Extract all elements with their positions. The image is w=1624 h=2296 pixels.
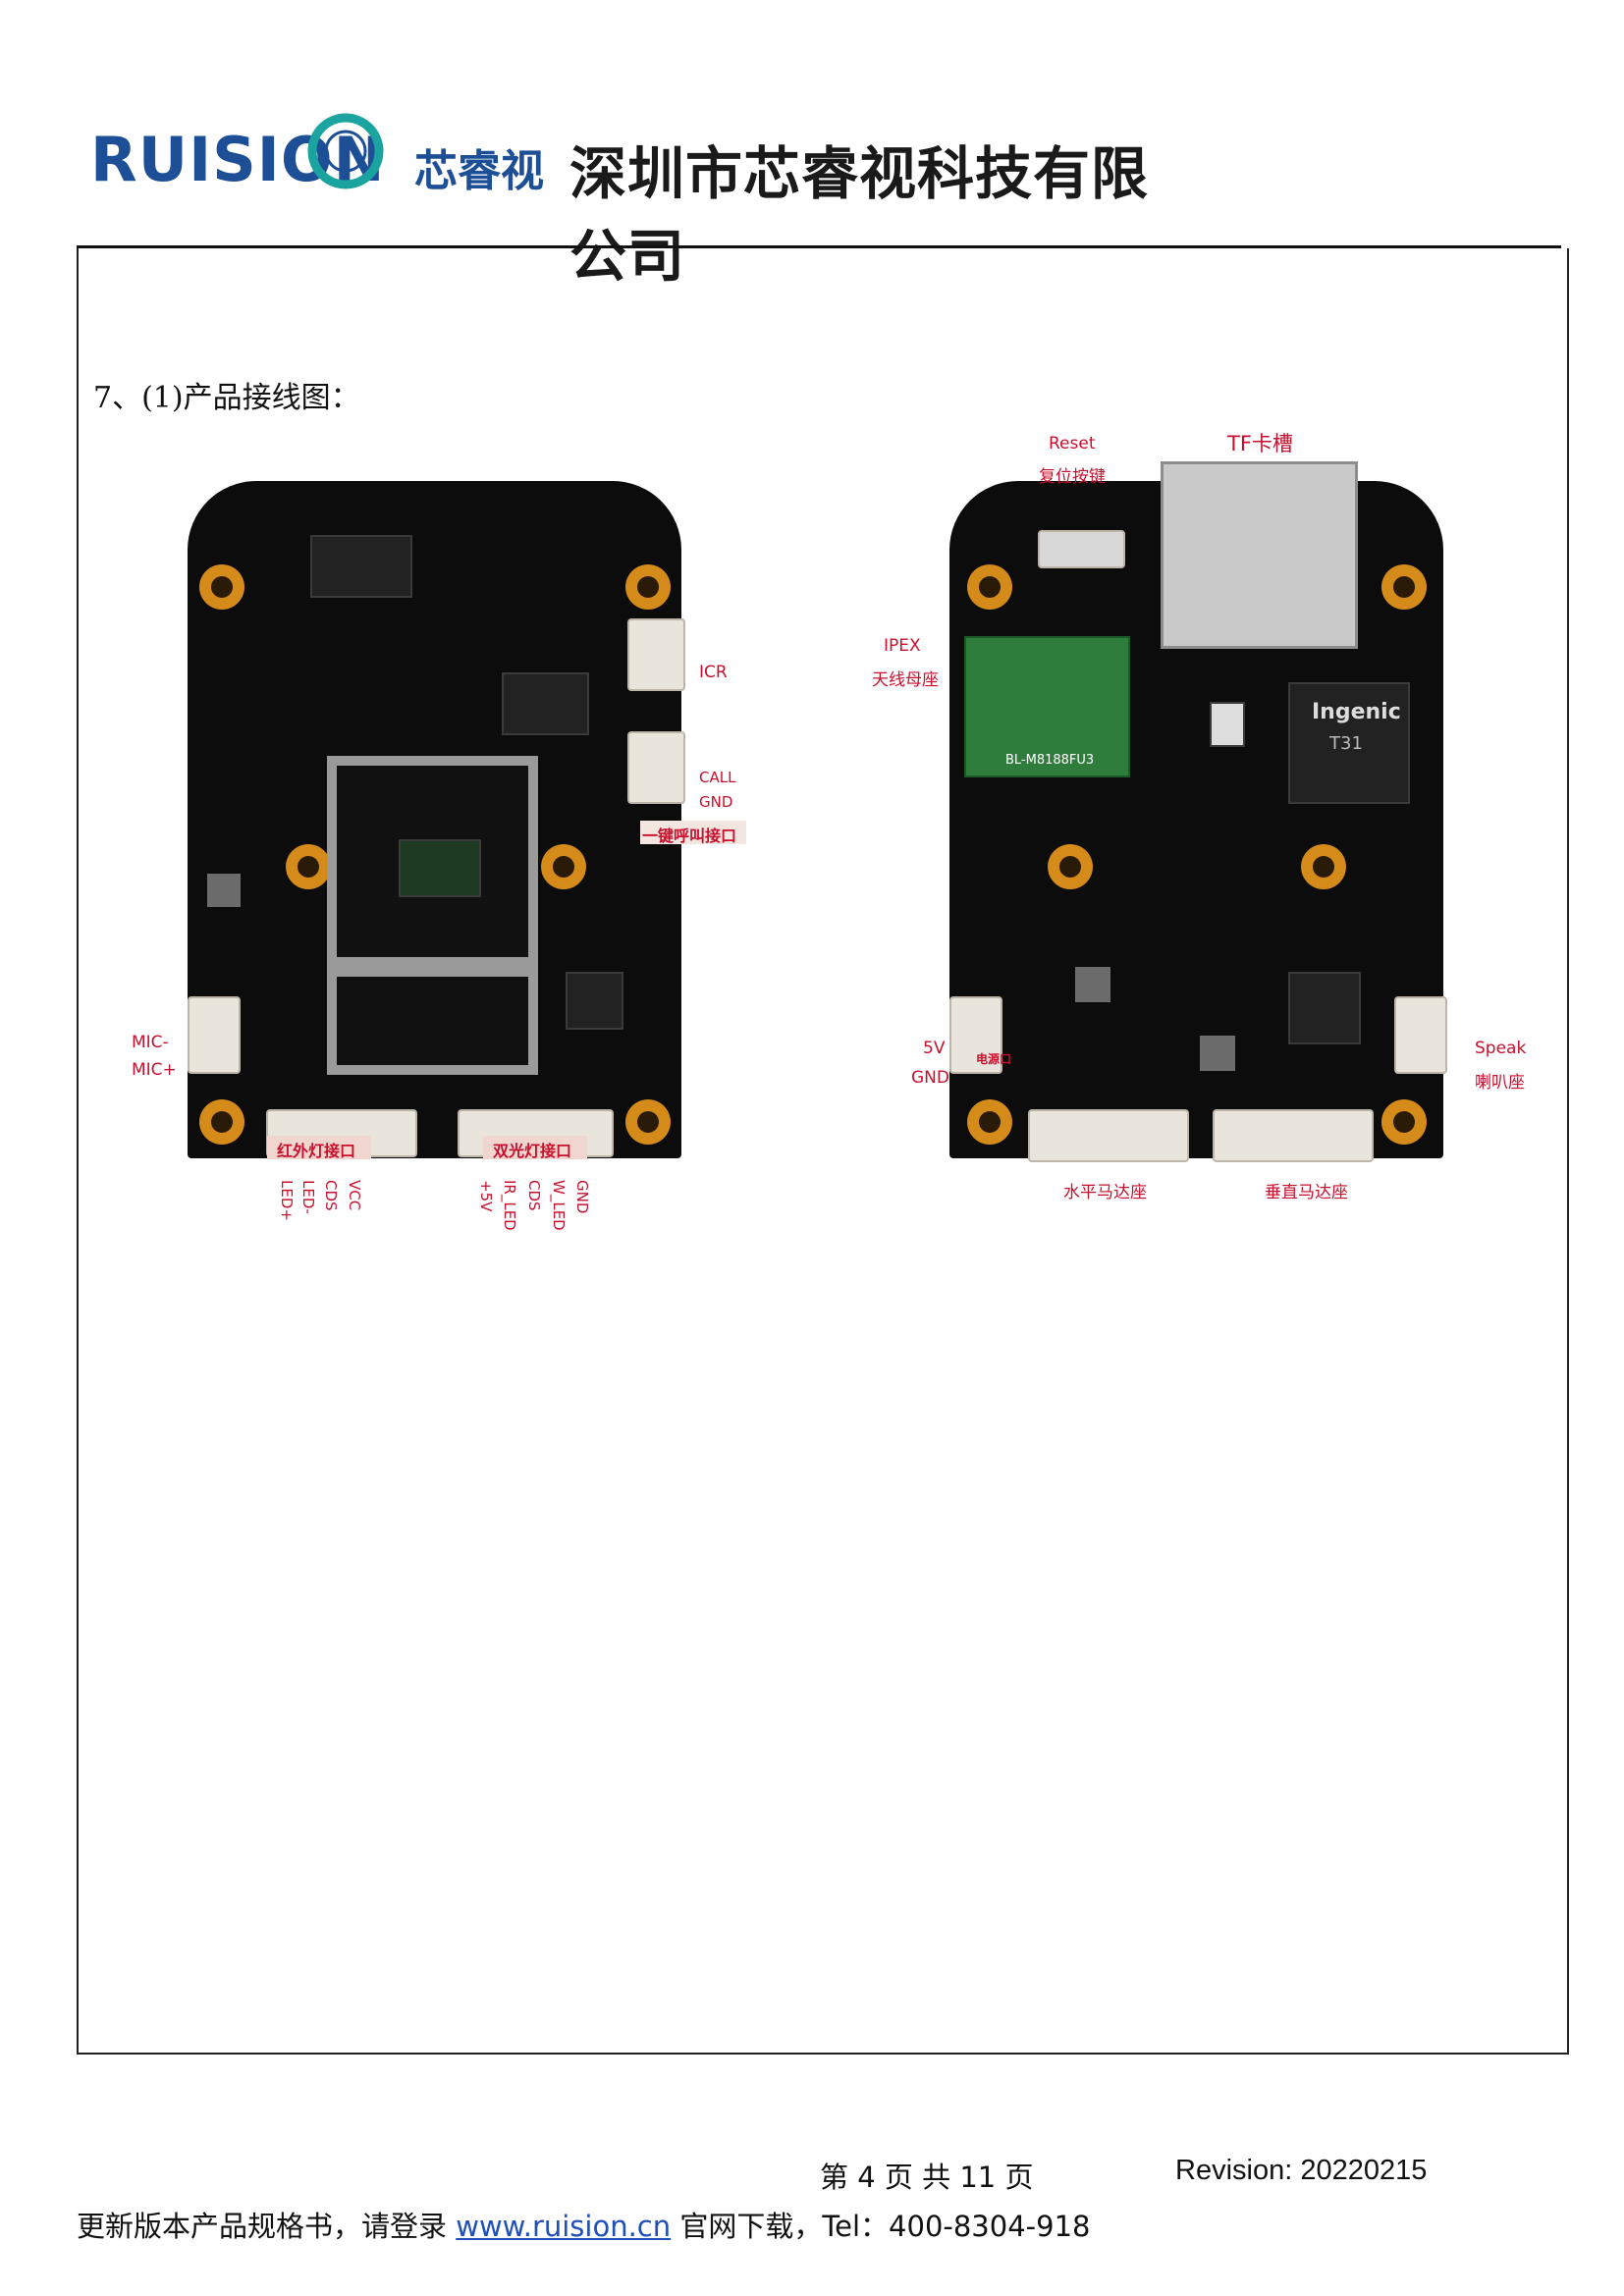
label-reset: Reset — [1049, 434, 1096, 454]
company-name: 深圳市芯睿视科技有限公司 — [569, 140, 1150, 290]
wifi-module-label: BL-M8188FU3 — [1005, 753, 1095, 768]
label-mic-minus: MIC- — [132, 1033, 169, 1052]
mount-hole — [967, 564, 1012, 610]
crystal — [1210, 702, 1245, 747]
mount-hole — [1048, 844, 1093, 889]
speaker-connector — [1394, 996, 1447, 1074]
logo-chinese-name: 芯睿视 — [414, 146, 544, 196]
label-mic-plus: MIC+ — [132, 1060, 177, 1080]
tag-background — [267, 1136, 371, 1159]
mount-hole — [967, 1099, 1012, 1145]
label-5v: 5V — [923, 1039, 946, 1058]
icr-connector — [627, 618, 685, 691]
mount-hole — [1381, 564, 1427, 610]
pin-label: GND — [573, 1180, 591, 1214]
label-ipex: IPEX — [884, 636, 921, 656]
soc-chip: Ingenic T31 — [1288, 682, 1410, 804]
download-suffix: 官网下载，Tel：400-8304-918 — [679, 2210, 1091, 2243]
qfn-chip — [566, 972, 623, 1030]
label-dual-light-port: 双光灯接口 — [493, 1142, 572, 1160]
pin-label: LED+ — [278, 1180, 296, 1221]
mount-hole — [286, 844, 331, 889]
horizontal-motor-connector — [1028, 1109, 1189, 1162]
label-one-key-call: 一键呼叫接口 — [642, 827, 737, 845]
mount-hole — [1301, 844, 1346, 889]
section-title: 7、(1)产品接线图： — [93, 381, 360, 415]
label-speaker-cn: 喇叭座 — [1475, 1073, 1525, 1093]
tag-background — [483, 1136, 587, 1159]
mount-hole — [199, 564, 244, 610]
label-gnd: GND — [699, 793, 733, 811]
ic-chip — [502, 672, 589, 735]
pin-label: CDS — [322, 1180, 340, 1211]
label-ir-led-port: 红外灯接口 — [277, 1142, 356, 1160]
pin-label: W_LED — [550, 1180, 568, 1231]
label-speak: Speak — [1475, 1039, 1527, 1058]
header-divider — [77, 245, 1561, 248]
inductor — [1075, 967, 1110, 1002]
flash-chip — [310, 535, 412, 598]
image-sensor — [399, 839, 481, 897]
label-horizontal-motor: 水平马达座 — [1063, 1183, 1147, 1202]
mount-hole — [625, 564, 671, 610]
tag-background — [640, 821, 746, 844]
label-call: CALL — [699, 769, 736, 786]
pcb-front-board — [188, 481, 685, 1158]
pcb-back-board: BL-M8188FU3 Ingenic T31 — [949, 461, 1447, 1162]
wifi-module: BL-M8188FU3 — [964, 636, 1130, 777]
pin-label: +5V — [477, 1180, 495, 1212]
inductor — [207, 874, 241, 907]
mount-hole — [1381, 1099, 1427, 1145]
logo-ring-icon — [307, 113, 384, 189]
pin-label: LED- — [299, 1180, 317, 1214]
power-connector — [949, 996, 1002, 1074]
revision: Revision: 20220215 — [1175, 2155, 1428, 2186]
download-note: 更新版本产品规格书，请登录 www.ruision.cn 官网下载，Tel：40… — [77, 2204, 1090, 2245]
tf-card-slot — [1161, 461, 1358, 649]
mount-hole — [199, 1099, 244, 1145]
mount-hole — [541, 844, 586, 889]
inductor — [1200, 1036, 1235, 1071]
pin-label: IR_LED — [501, 1180, 518, 1231]
vertical-motor-connector — [1213, 1109, 1374, 1162]
pin-label: VCC — [346, 1180, 363, 1211]
soc-model: T31 — [1329, 733, 1363, 754]
website-link[interactable]: www.ruision.cn — [456, 2210, 672, 2243]
label-power-port: 电源口 — [976, 1052, 1012, 1066]
label-vertical-motor: 垂直马达座 — [1265, 1183, 1348, 1202]
download-prefix: 更新版本产品规格书，请登录 — [77, 2210, 448, 2243]
mount-hole — [625, 1099, 671, 1145]
pin-label: CDS — [525, 1180, 543, 1211]
soc-brand: Ingenic — [1312, 700, 1401, 724]
call-connector — [627, 731, 685, 804]
page-number: 第 4 页 共 11 页 — [820, 2161, 1034, 2194]
label-tf-slot: TF卡槽 — [1227, 432, 1293, 455]
page-header: RUISION 芯睿视 深圳市芯睿视科技有限公司 — [90, 106, 1170, 290]
label-reset-cn: 复位按键 — [1039, 467, 1106, 487]
reset-button — [1038, 530, 1125, 568]
label-back-gnd: GND — [911, 1068, 949, 1088]
label-icr: ICR — [699, 663, 728, 682]
mic-connector — [188, 996, 241, 1074]
label-ipex-cn: 天线母座 — [872, 670, 939, 690]
motor-driver-chip — [1288, 972, 1361, 1044]
content-frame — [77, 248, 1569, 2055]
lower-shield — [327, 967, 538, 1075]
